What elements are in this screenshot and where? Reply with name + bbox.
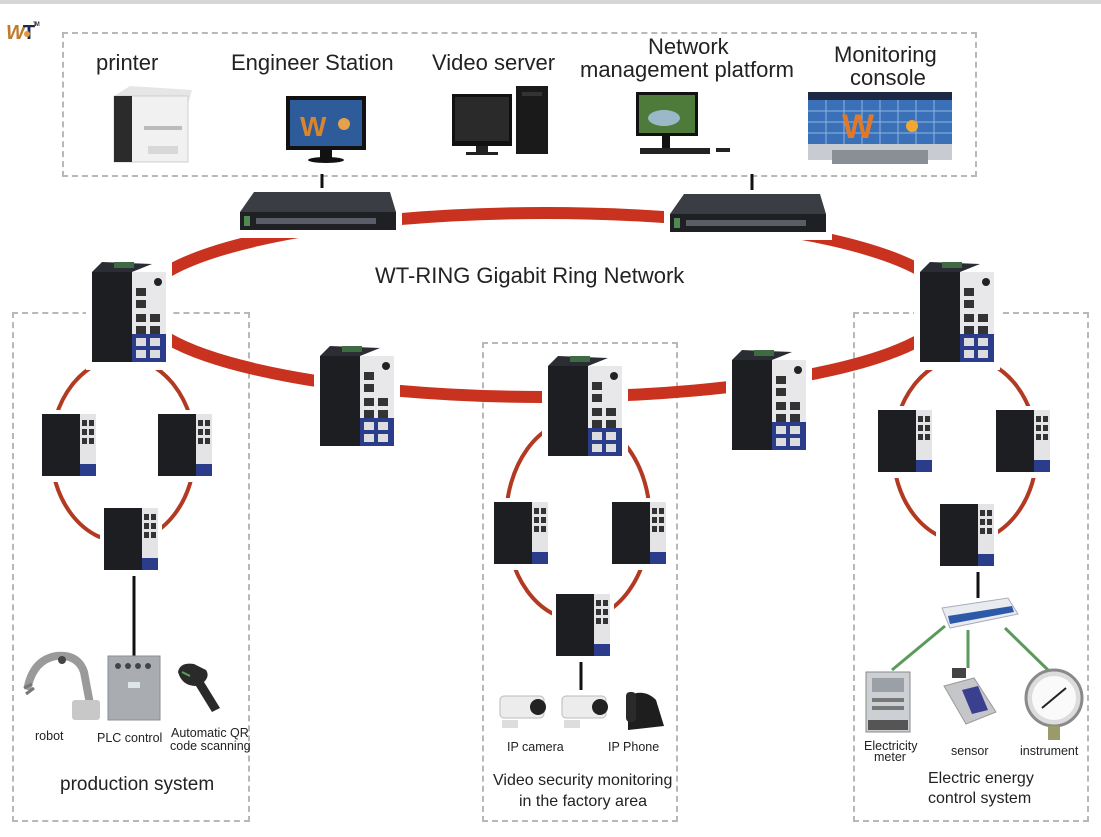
ip-camera-label: IP camera xyxy=(507,740,564,754)
ip-phone-label: IP Phone xyxy=(608,740,660,754)
ring-switch-production[interactable] xyxy=(86,258,172,370)
printer-label: printer xyxy=(96,50,159,75)
production-switch-right[interactable] xyxy=(154,410,216,482)
monitor-icon[interactable]: W xyxy=(286,96,366,163)
network-management-label-line2: management platform xyxy=(580,57,794,82)
plc-control-label: PLC control xyxy=(97,731,163,745)
wt-logo: WTTM xyxy=(6,22,40,45)
logo-letter-w: W xyxy=(6,22,25,44)
ring-switch-energy[interactable] xyxy=(914,258,1000,370)
ring-network-label: WT-RING Gigabit Ring Network xyxy=(375,263,685,288)
video-security-title-line1: Video security monitoring xyxy=(493,772,673,789)
video-security-group xyxy=(482,342,678,822)
video-security-title-line2: in the factory area xyxy=(519,793,648,810)
top-border xyxy=(0,0,1101,4)
video-switch-bottom[interactable] xyxy=(552,590,614,662)
logo-trademark: TM xyxy=(33,22,40,28)
robot-arm-icon[interactable] xyxy=(23,651,100,720)
energy-title-line2: control system xyxy=(928,790,1032,807)
video-wall-icon[interactable]: W xyxy=(808,92,952,164)
ring-switch-mid-left[interactable] xyxy=(314,342,400,454)
energy-switch-right[interactable] xyxy=(992,406,1054,478)
ip-camera-icon-2[interactable] xyxy=(561,695,608,728)
production-switch-left[interactable] xyxy=(38,410,100,482)
core-switch-left[interactable] xyxy=(234,188,402,238)
electricity-meter-label-line2: meter xyxy=(874,750,906,764)
ring-switch-mid-right[interactable] xyxy=(726,346,812,458)
energy-switch-bottom[interactable] xyxy=(936,500,998,572)
control-center-group xyxy=(62,32,977,177)
sensor-label: sensor xyxy=(951,744,989,758)
sensor-icon[interactable] xyxy=(943,668,997,725)
ring-switch-video[interactable] xyxy=(542,352,628,464)
network-management-label-line1: Network xyxy=(648,34,729,59)
instrument-label: instrument xyxy=(1020,744,1079,758)
electricity-meter-label-line1: Electricity xyxy=(864,739,918,753)
io-module-icon[interactable] xyxy=(941,597,1019,629)
qr-scanning-label-line1: Automatic QR xyxy=(171,726,249,740)
pressure-gauge-icon[interactable] xyxy=(1024,668,1084,740)
energy-title-line1: Electric energy xyxy=(928,770,1034,787)
desktop-pc-icon[interactable] xyxy=(452,86,548,155)
monitoring-console-label-line1: Monitoring xyxy=(834,42,937,67)
ip-camera-icon[interactable] xyxy=(499,695,546,728)
production-system-title: production system xyxy=(60,774,215,795)
core-switch-right[interactable] xyxy=(664,190,832,240)
barcode-scanner-icon[interactable] xyxy=(178,663,220,712)
all-in-one-pc-icon[interactable] xyxy=(636,92,730,154)
svg-text:W: W xyxy=(300,111,327,142)
ip-phone-icon[interactable] xyxy=(626,692,664,730)
energy-switch-left[interactable] xyxy=(874,406,936,478)
electricity-meter-icon[interactable] xyxy=(865,671,911,733)
video-switch-right[interactable] xyxy=(608,498,670,570)
robot-label: robot xyxy=(35,729,64,743)
plc-cabinet-icon[interactable] xyxy=(107,655,161,721)
video-server-label: Video server xyxy=(432,50,556,75)
monitoring-console-label-line2: console xyxy=(850,65,926,90)
engineer-station-label: Engineer Station xyxy=(231,50,394,75)
logo-dot-icon xyxy=(24,30,31,37)
video-switch-left[interactable] xyxy=(490,498,552,570)
instrument-link xyxy=(1003,626,1050,672)
qr-scanning-label-line2: code scanning xyxy=(170,739,251,753)
meter-link xyxy=(891,624,946,672)
svg-text:W: W xyxy=(842,108,875,146)
printer-icon[interactable] xyxy=(113,86,192,163)
production-switch-bottom[interactable] xyxy=(100,504,162,576)
